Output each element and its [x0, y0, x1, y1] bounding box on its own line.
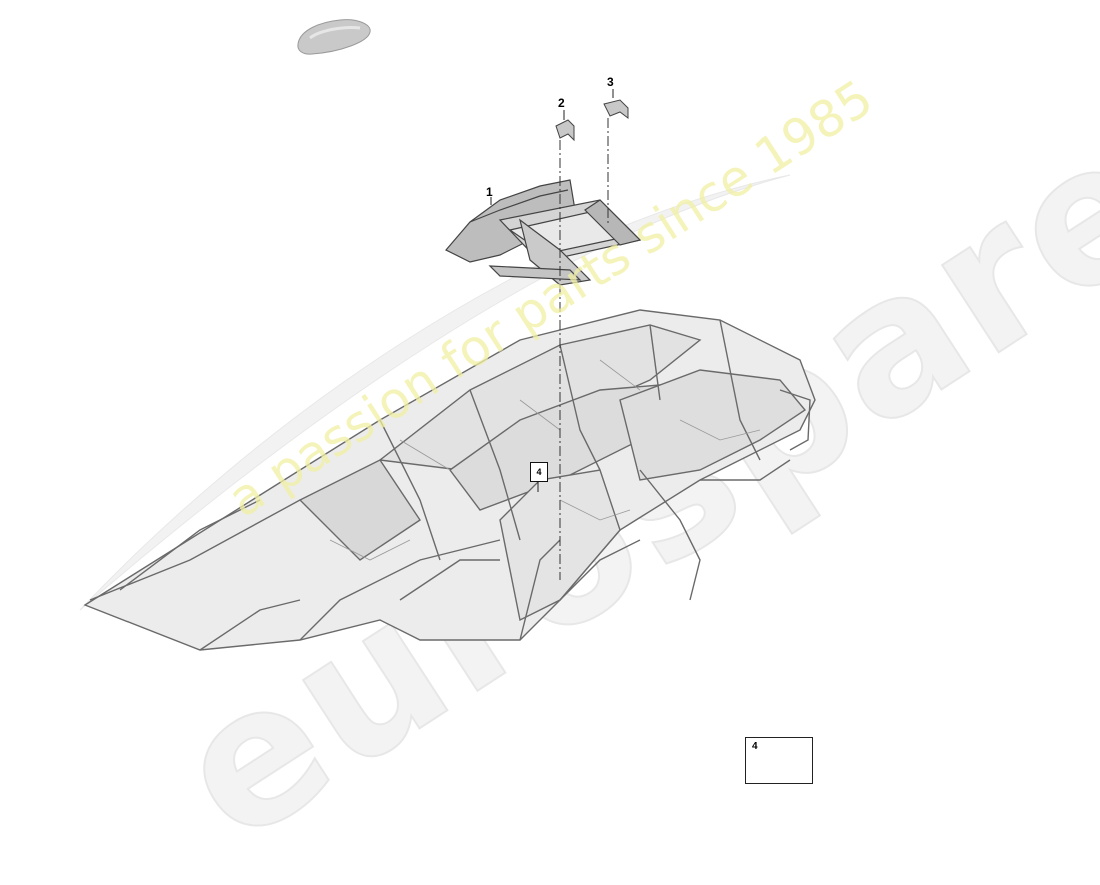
watermark-swoosh — [79, 174, 791, 611]
callout-part-4-boxed: 4 — [530, 462, 548, 482]
part-1-crossmember — [445, 179, 642, 286]
car-body-detail — [329, 359, 761, 561]
car-body-in-white — [83, 309, 816, 651]
part-3-bracket — [603, 99, 629, 119]
leader-lines — [490, 89, 614, 492]
exploded-parts-diagram — [79, 19, 816, 776]
part-2-bracket — [555, 119, 575, 142]
callout-part-2: 2 — [558, 96, 565, 110]
part-4-inset-frame: 4 — [745, 737, 813, 784]
car-thumbnail-icon — [297, 19, 371, 55]
callout-part-1: 1 — [486, 185, 493, 199]
dash-dot-axis-lines — [559, 118, 609, 580]
callout-part-3: 3 — [607, 75, 614, 89]
inset-label: 4 — [752, 741, 758, 752]
